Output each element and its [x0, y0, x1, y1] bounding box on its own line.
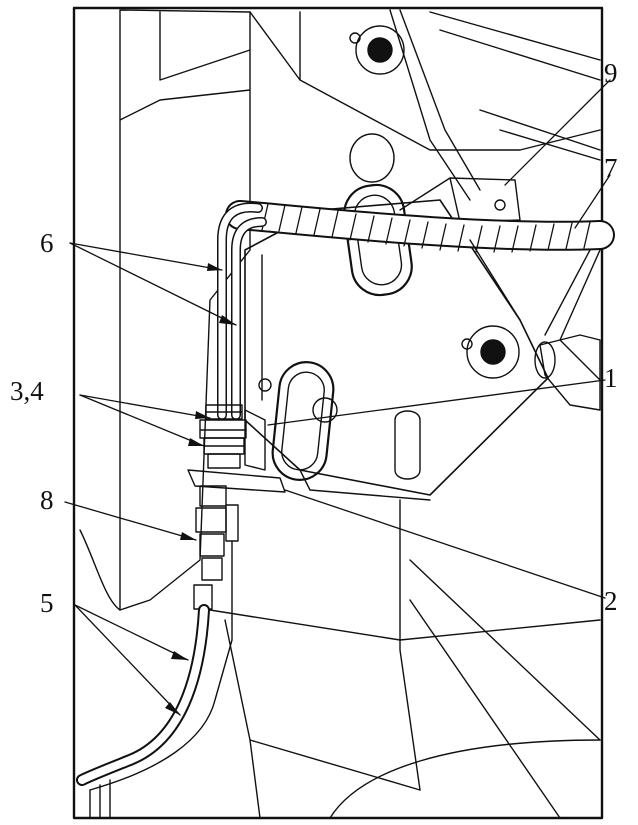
- lower-loop-clamp: [271, 361, 335, 481]
- spiral-wrap-coils: [261, 203, 591, 253]
- lower-loop-clamp-inner: [281, 371, 325, 471]
- top-rail-c: [479, 109, 601, 151]
- leader-5b: [74, 604, 181, 716]
- coupler-hex: [195, 507, 227, 533]
- lower-leg: [249, 739, 261, 819]
- lower-panel-edge: [224, 619, 421, 791]
- lower-diagonal-a: [409, 559, 601, 741]
- lower-diagonal-b: [409, 599, 561, 819]
- left-panel: [119, 9, 251, 611]
- coupler-upper: [199, 485, 227, 507]
- bracket-tab-upright: [244, 409, 266, 471]
- callout-6: 6: [40, 228, 54, 258]
- upper-beam: [249, 11, 601, 151]
- left-panel-edge: [159, 11, 251, 81]
- diagonal-strut-b: [399, 9, 481, 191]
- leader-8: [64, 501, 197, 541]
- leader-2: [284, 489, 606, 599]
- leader-9: [504, 79, 611, 186]
- coupler-body: [199, 533, 225, 557]
- bracket-tab: [187, 469, 286, 493]
- fitting-lower: [207, 453, 241, 469]
- top-rail-a: [429, 11, 601, 61]
- lower-arc: [329, 739, 601, 819]
- coupler-side: [225, 504, 239, 542]
- top-rail-d: [499, 129, 601, 161]
- frame-border: [72, 6, 604, 820]
- small-bracket-arm: [399, 177, 451, 211]
- small-bracket: [449, 177, 521, 223]
- right-bolt-flange: [466, 325, 520, 379]
- callout-5: 5: [40, 588, 54, 618]
- leader-1: [267, 379, 606, 426]
- round-boss: [349, 133, 395, 183]
- leader-34b: [79, 394, 205, 447]
- arrowheads: [165, 263, 236, 715]
- clamp-pin: [312, 397, 338, 423]
- top-bolt-flange: [355, 25, 405, 75]
- fitting-body: [199, 419, 247, 439]
- leader-6a: [69, 242, 223, 271]
- spiral-wrap-body: [227, 202, 613, 249]
- right-bolt-nub: [461, 338, 473, 350]
- leader-lines: [64, 79, 611, 716]
- left-panel-crease: [119, 89, 251, 121]
- callout-8: 8: [40, 485, 54, 515]
- callout-9: 9: [604, 58, 618, 88]
- fitting-threads: [199, 411, 247, 447]
- callout-7: 7: [604, 153, 618, 183]
- callout-2: 2: [604, 586, 618, 616]
- lower-left-hatching: [89, 779, 111, 819]
- hose-upper-b: [232, 218, 266, 419]
- right-bolt-head: [480, 339, 506, 365]
- small-bracket-hole: [494, 199, 506, 211]
- plate-lower-edge: [299, 469, 431, 501]
- leader-7: [574, 174, 611, 229]
- top-bolt-head: [367, 37, 393, 63]
- top-bolt-nub: [349, 32, 361, 44]
- callout-3-4: 3,4: [10, 376, 44, 406]
- left-lower-curve: [79, 529, 121, 611]
- plate-slot: [394, 410, 421, 480]
- plate-small-hole: [258, 378, 272, 392]
- hose-lower-b: [89, 541, 233, 791]
- leader-34a: [79, 394, 211, 419]
- leader-6b: [69, 242, 237, 326]
- coupler-lower: [201, 557, 223, 581]
- cable-strand-b: [544, 249, 591, 336]
- right-cylinder: [539, 334, 601, 411]
- cable-strand-c: [469, 239, 521, 321]
- hose-upper-a: [218, 203, 262, 419]
- leader-5a: [74, 604, 189, 661]
- hose-lower-a: [78, 606, 208, 784]
- lower-beam: [209, 609, 601, 641]
- right-cylinder-end: [534, 341, 556, 379]
- top-rail-b: [439, 29, 601, 81]
- diagonal-strut-a: [389, 9, 471, 201]
- lower-post: [399, 499, 421, 791]
- callout-1: 1: [604, 363, 618, 393]
